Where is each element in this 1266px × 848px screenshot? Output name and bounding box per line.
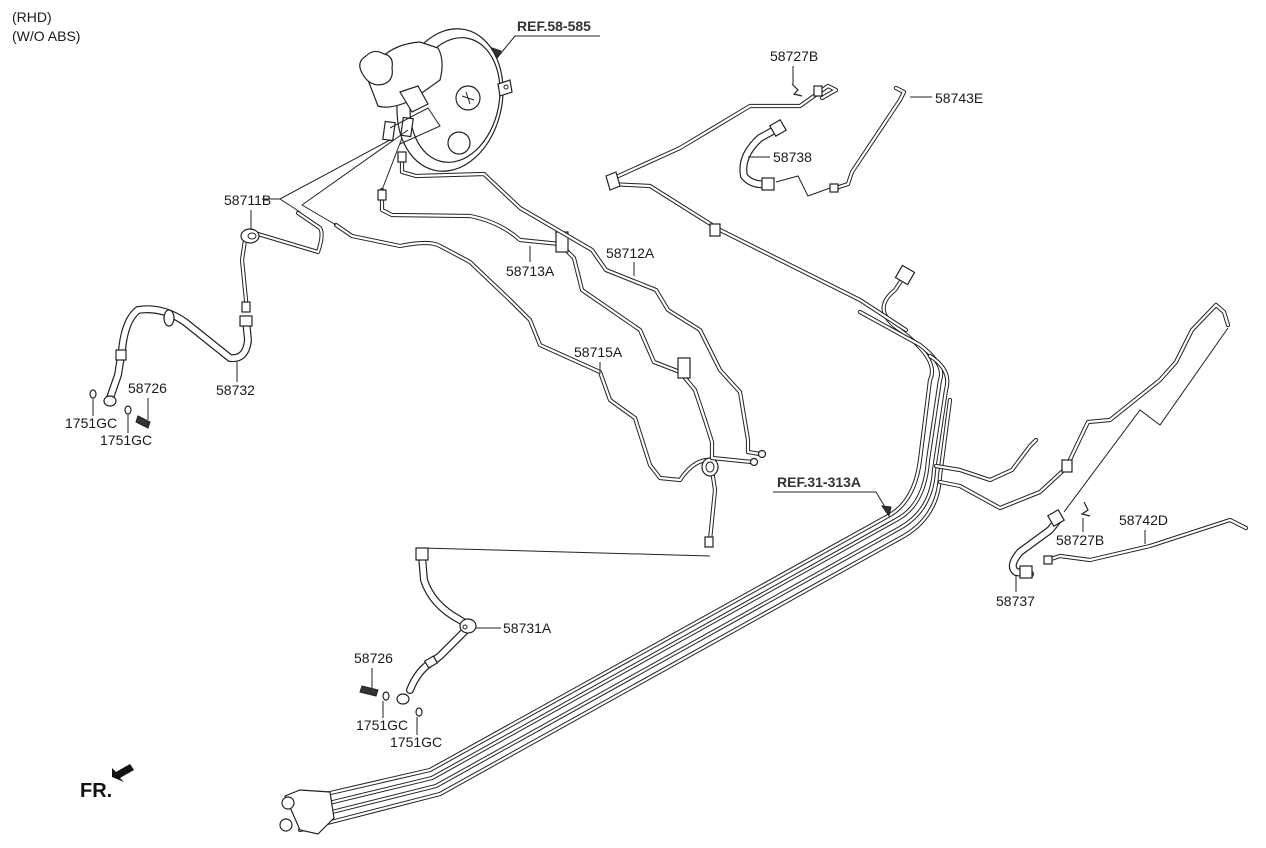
- reference-booster[interactable]: REF.58-585: [491, 18, 600, 60]
- leader-58731a-link: [421, 547, 711, 557]
- callout-58742d[interactable]: 58742D: [1119, 512, 1168, 544]
- part-label-1751gc-c[interactable]: 1751GC: [356, 717, 408, 733]
- brake-booster-assembly[interactable]: [359, 19, 516, 181]
- part-label-58726-b[interactable]: 58726: [354, 650, 393, 666]
- callout-58731a[interactable]: 58731A: [476, 620, 552, 636]
- part-label-58727b-b[interactable]: 58727B: [1056, 532, 1104, 548]
- callout-58713a[interactable]: 58713A: [506, 246, 555, 279]
- callout-58737[interactable]: 58737: [996, 576, 1035, 609]
- callout-58732[interactable]: 58732: [216, 362, 255, 398]
- note-rhd: (RHD): [12, 9, 52, 25]
- part-label-58732[interactable]: 58732: [216, 382, 255, 398]
- part-label-58712a[interactable]: 58712A: [606, 245, 655, 261]
- callout-58727b-a[interactable]: 58727B: [770, 48, 818, 84]
- hose-58732[interactable]: [103, 305, 253, 407]
- callout-58727b-b[interactable]: 58727B: [1056, 518, 1104, 548]
- callout-58726-a[interactable]: 58726: [128, 380, 167, 420]
- tube-58712a[interactable]: [397, 151, 767, 459]
- callout-58712a[interactable]: 58712A: [606, 245, 655, 276]
- part-label-58743e[interactable]: 58743E: [935, 90, 983, 106]
- part-label-58731a[interactable]: 58731A: [503, 620, 552, 636]
- tube-58715a[interactable]: [333, 222, 719, 548]
- part-label-1751gc-a[interactable]: 1751GC: [65, 415, 117, 431]
- reference-fuel-line-label[interactable]: REF.31-313A: [777, 474, 861, 490]
- callout-58726-b[interactable]: 58726: [354, 650, 393, 688]
- note-wo-abs: (W/O ABS): [12, 28, 80, 44]
- leader-58737-link: [1063, 327, 1229, 513]
- callout-58715a[interactable]: 58715A: [574, 344, 623, 374]
- part-label-58711b[interactable]: 58711B: [224, 192, 271, 208]
- reference-fuel-line[interactable]: REF.31-313A: [773, 474, 892, 518]
- gasket-1751gc-a[interactable]: [89, 389, 97, 399]
- gasket-1751gc-c[interactable]: [382, 691, 390, 701]
- part-label-1751gc-b[interactable]: 1751GC: [100, 432, 152, 448]
- callout-1751gc-d[interactable]: 1751GC: [390, 717, 442, 750]
- tube-rear-upper[interactable]: [605, 83, 909, 333]
- gasket-1751gc-d[interactable]: [415, 707, 423, 717]
- tube-58713a[interactable]: [377, 187, 759, 467]
- tube-58742d[interactable]: [1043, 517, 1249, 565]
- gasket-1751gc-b[interactable]: [124, 405, 132, 415]
- underbody-tube-bundle[interactable]: [279, 264, 953, 835]
- callout-1751gc-c[interactable]: 1751GC: [356, 701, 408, 733]
- callout-58711b[interactable]: 58711B: [224, 192, 271, 230]
- leader-58738-link: [775, 175, 831, 197]
- front-arrow-icon: [112, 764, 134, 782]
- part-label-1751gc-d[interactable]: 1751GC: [390, 734, 442, 750]
- tube-58743e[interactable]: [829, 85, 907, 193]
- front-direction-label: FR.: [80, 780, 112, 802]
- callout-1751gc-b[interactable]: 1751GC: [100, 415, 152, 448]
- front-direction-indicator: FR.: [80, 764, 134, 802]
- clip-58727b-a[interactable]: [791, 83, 803, 97]
- tube-58711b[interactable]: [239, 210, 324, 313]
- part-label-58715a[interactable]: 58715A: [574, 344, 623, 360]
- bolt-58726-b[interactable]: [359, 685, 379, 697]
- callout-1751gc-a[interactable]: 1751GC: [65, 399, 117, 431]
- part-label-58742d[interactable]: 58742D: [1119, 512, 1168, 528]
- clip-58727b-b[interactable]: [1080, 501, 1091, 517]
- part-label-58727b-a[interactable]: 58727B: [770, 48, 818, 64]
- tube-rear-branch[interactable]: [933, 302, 1231, 511]
- leader-58711b: [262, 139, 391, 200]
- hose-58738[interactable]: [739, 118, 788, 191]
- part-label-58738[interactable]: 58738: [773, 149, 812, 165]
- hose-58737[interactable]: [1008, 508, 1066, 579]
- callout-58743e[interactable]: 58743E: [910, 90, 983, 106]
- hose-58731a[interactable]: [396, 547, 477, 705]
- part-label-58713a[interactable]: 58713A: [506, 263, 555, 279]
- reference-booster-label[interactable]: REF.58-585: [517, 18, 591, 34]
- part-label-58726-a[interactable]: 58726: [128, 380, 167, 396]
- bolt-58726-a[interactable]: [135, 415, 151, 429]
- callout-58738[interactable]: 58738: [748, 149, 812, 165]
- part-label-58737[interactable]: 58737: [996, 593, 1035, 609]
